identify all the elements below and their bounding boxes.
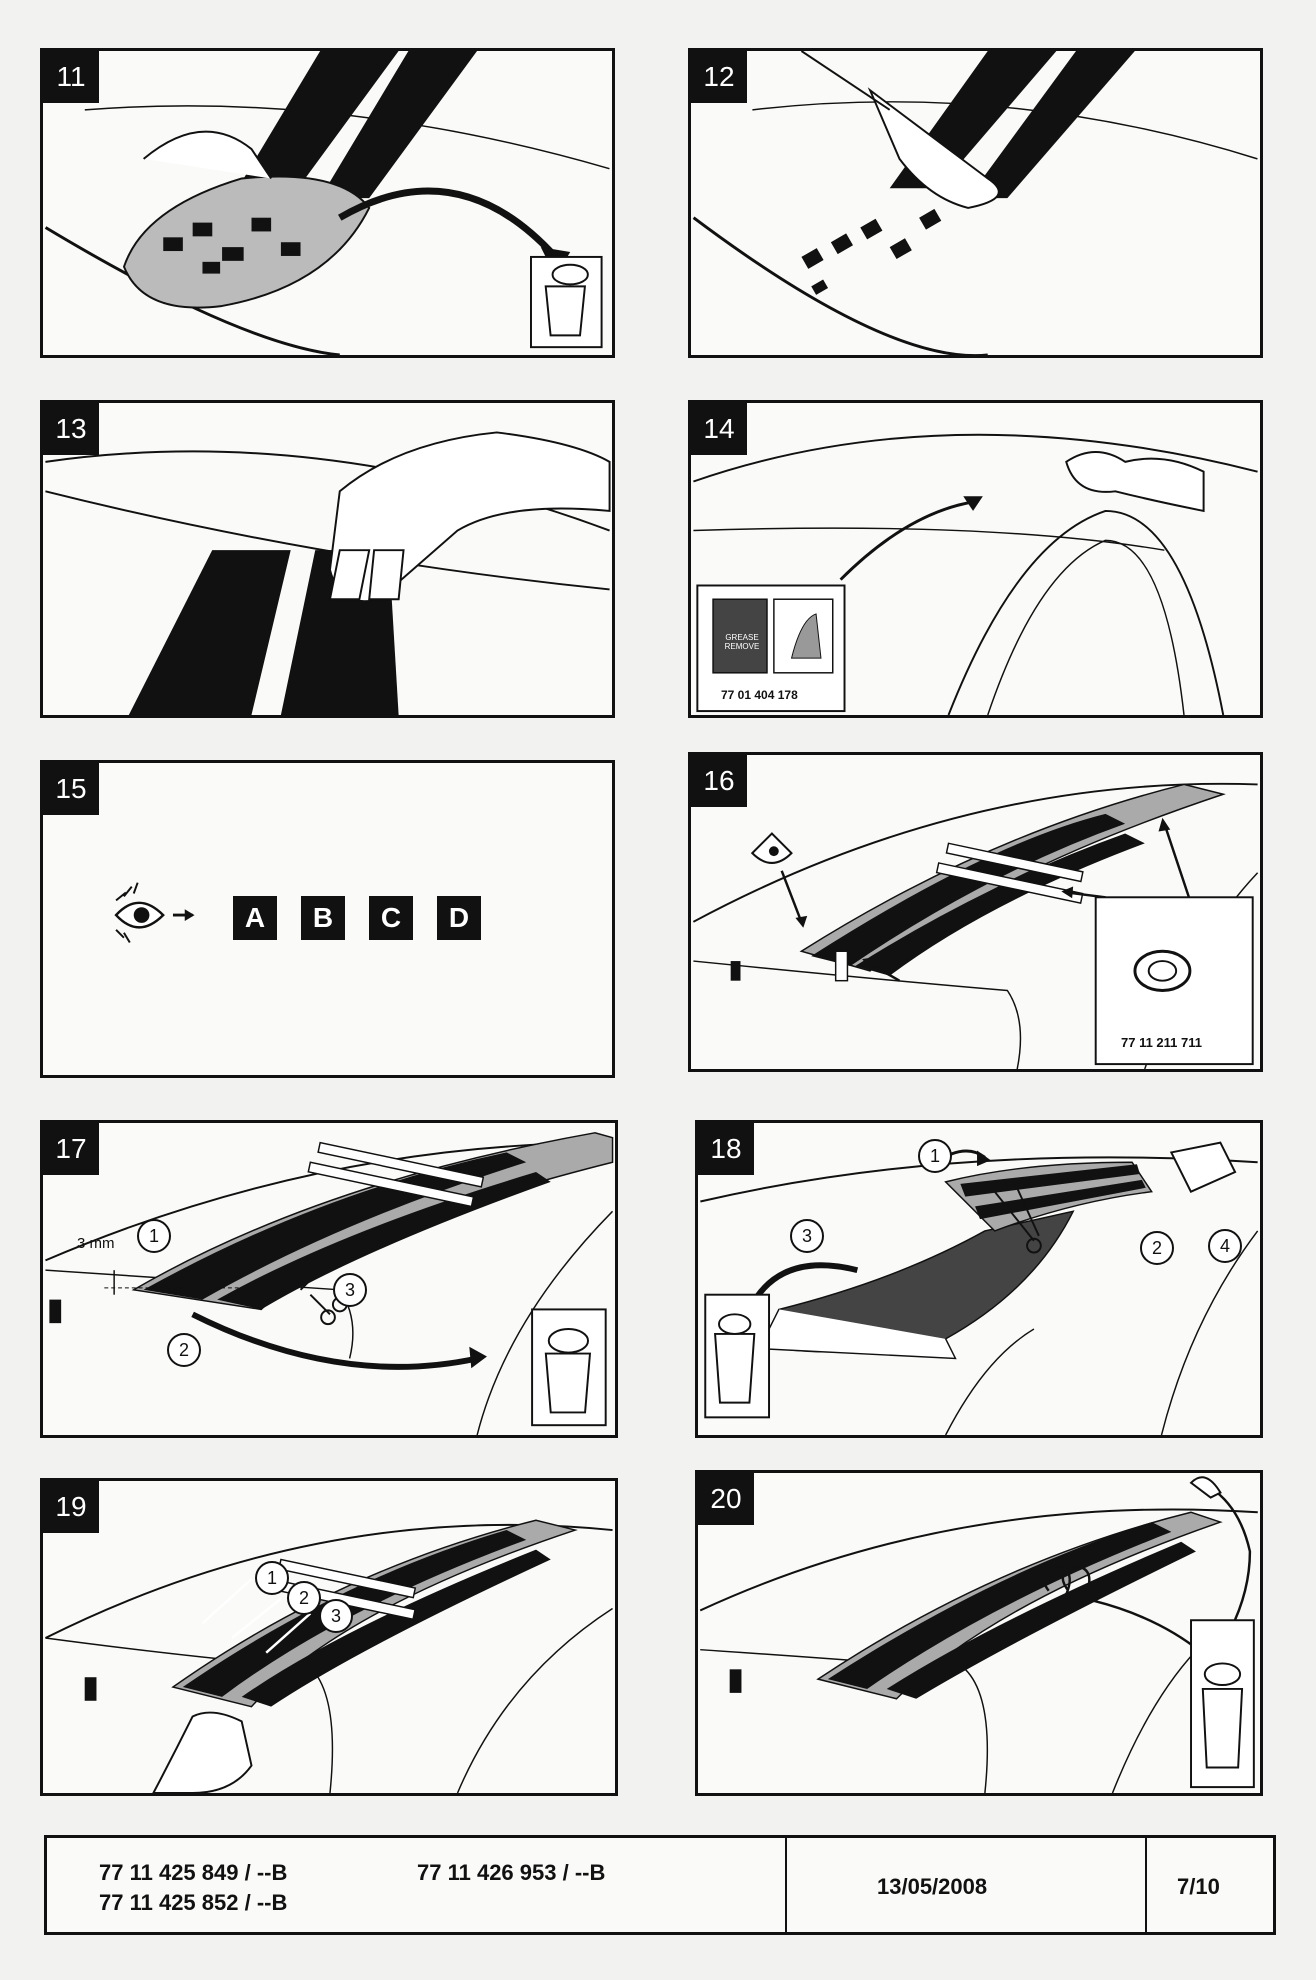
illustration-trim-edge: [45, 1132, 614, 1435]
step-panel-20: 20: [695, 1470, 1263, 1796]
letter-a: A: [233, 896, 277, 940]
step-panel-13: 13: [40, 400, 615, 718]
footer-refs-cell: 77 11 425 849 / --B 77 11 425 852 / --B …: [47, 1838, 787, 1932]
step-number: 11: [43, 51, 99, 103]
illustration-align-with-tape: [692, 782, 1259, 1069]
callout-2: 2: [1140, 1231, 1174, 1265]
letter-c: C: [369, 896, 413, 940]
ref-number-2: 77 11 425 852 / --B: [99, 1890, 288, 1915]
step-panel-17: 17 3 mm 1 2 3: [40, 1120, 618, 1438]
step-panel-15: 15 A B C D: [40, 760, 615, 1078]
letter-b: B: [301, 896, 345, 940]
step-panel-16: 16 77 11 211 711: [688, 752, 1263, 1072]
step-number: 13: [43, 403, 99, 455]
callout-4: 4: [1208, 1229, 1242, 1263]
ref-number-3: 77 11 426 953 / --B: [417, 1860, 606, 1885]
step-number: 19: [43, 1481, 99, 1533]
illustration-wipe-decal: [692, 51, 1258, 355]
page-number: 7/10: [1177, 1874, 1220, 1899]
illustration-remove-tape: [699, 1476, 1258, 1793]
step-panel-18: 18 1 2 3 4: [695, 1120, 1263, 1438]
callout-2: 2: [287, 1581, 321, 1615]
callout-1: 1: [255, 1561, 289, 1595]
illustration-peel-backing: [44, 51, 610, 355]
letter-d: D: [437, 896, 481, 940]
step-number: 17: [43, 1123, 99, 1175]
part-number: 77 11 211 711: [1121, 1035, 1202, 1050]
dimension-label: 3 mm: [77, 1235, 115, 1252]
footer-date-cell: 13/05/2008: [787, 1838, 1147, 1932]
callout-3: 3: [790, 1219, 824, 1253]
step-panel-11: 11: [40, 48, 615, 358]
step-number: 15: [43, 763, 99, 815]
step-number: 14: [691, 403, 747, 455]
step-panel-19: 19 1 2 3: [40, 1478, 618, 1796]
callout-2: 2: [167, 1333, 201, 1367]
callout-3: 3: [333, 1273, 367, 1307]
step-panel-12: 12: [688, 48, 1263, 358]
step-number: 12: [691, 51, 747, 103]
illustration-apply-squeegee: [45, 1519, 613, 1793]
footer-page-cell: 7/10: [1147, 1838, 1273, 1932]
illustration-position-stripes: [45, 431, 611, 715]
ref-number-1: 77 11 425 849 / --B: [99, 1860, 288, 1885]
illustration-degrease-surface: [693, 433, 1258, 715]
document-date: 13/05/2008: [877, 1874, 988, 1899]
document-footer: 77 11 425 849 / --B 77 11 425 852 / --B …: [44, 1835, 1276, 1935]
step-number: 18: [698, 1123, 754, 1175]
product-label: GREASE REMOVE: [724, 633, 760, 651]
callout-1: 1: [918, 1139, 952, 1173]
illustration-remove-protection: [700, 1141, 1259, 1435]
part-number: 77 01 404 178: [721, 688, 798, 702]
step-number: 20: [698, 1473, 754, 1525]
step-panel-14: 14 GREASE REMOVE 77 01 404 178: [688, 400, 1263, 718]
callout-1: 1: [137, 1219, 171, 1253]
step-number: 16: [691, 755, 747, 807]
callout-3: 3: [319, 1599, 353, 1633]
eye-icon: [114, 882, 195, 944]
